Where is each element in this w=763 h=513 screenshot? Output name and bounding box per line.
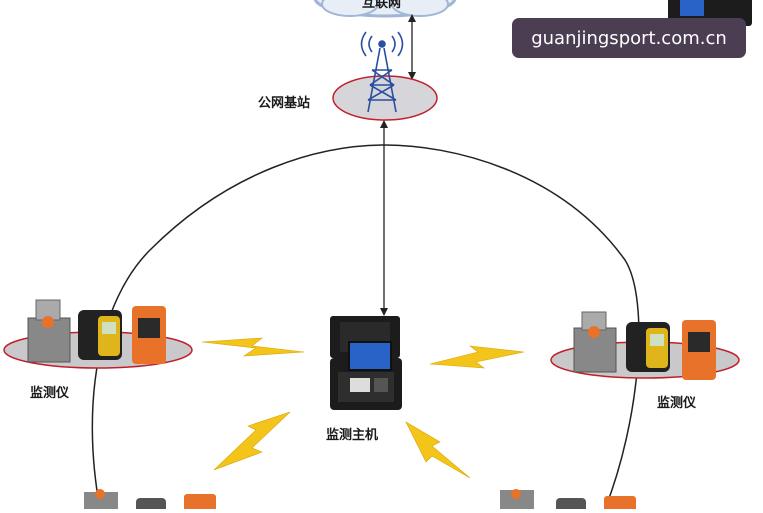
left-gas-detector-icon — [27, 299, 166, 364]
cell-tower-icon — [360, 31, 404, 113]
host-label: 监测主机 — [326, 428, 379, 443]
base-station-disc — [332, 75, 438, 121]
link-arrow-tower-host — [380, 120, 388, 316]
lightning-icon — [201, 337, 525, 479]
bottom-right-gas-detector-icon — [500, 489, 636, 512]
watermark: guanjingsport.com.cn — [512, 18, 746, 58]
left-monitor-label: 监测仪 — [30, 386, 70, 401]
internet-label: 互联网 — [362, 0, 402, 11]
base-station-label: 公网基站 — [258, 96, 311, 111]
briefcase-monitor-icon — [330, 316, 402, 410]
right-monitor-label: 监测仪 — [657, 396, 697, 411]
cloud-icon — [313, 0, 457, 18]
bottom-left-gas-detector-icon — [84, 489, 216, 512]
link-arrow-cloud-tower — [408, 14, 416, 80]
right-gas-detector-icon — [573, 311, 716, 380]
